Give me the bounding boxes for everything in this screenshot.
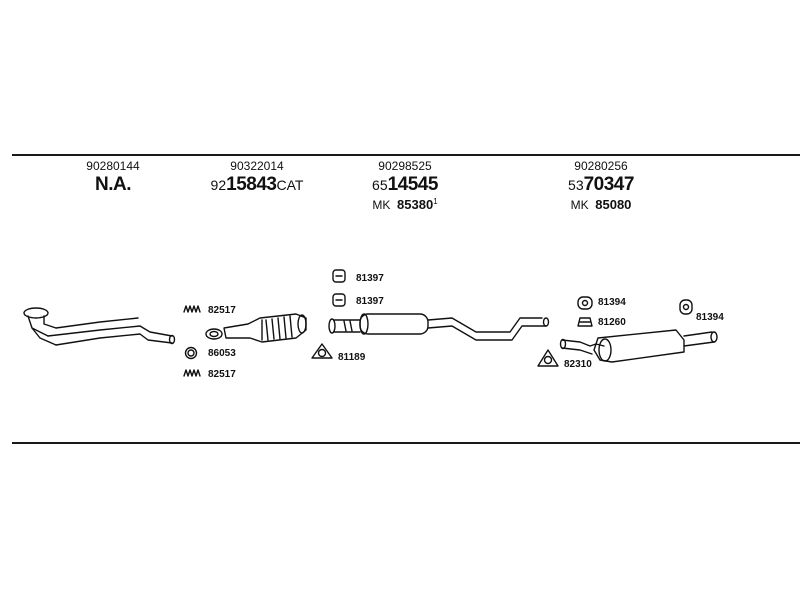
part-label-ring: 86053	[208, 348, 236, 359]
mounting-kit-number: MK 85080	[516, 198, 686, 211]
ring-icon	[184, 346, 198, 360]
part-number: 6514545	[320, 175, 490, 194]
front-pipe-icon	[23, 307, 176, 346]
part-number-bold: N.A.	[95, 174, 132, 195]
part-number-prefix: 92	[210, 177, 227, 193]
spring-icon	[183, 369, 201, 377]
spring-icon	[183, 305, 201, 313]
rubber-hanger-icon	[679, 299, 693, 315]
mounting-kit-prefix: MK	[372, 198, 391, 212]
part-label-spring: 82517	[208, 369, 236, 380]
part-label-clamp: 81397	[356, 273, 384, 284]
rubber-hanger-icon	[577, 296, 593, 310]
mounting-kit-sup: 1	[433, 197, 438, 206]
part-column-catalytic-converter: 90322014 9215843CAT	[172, 160, 342, 194]
part-label-rubber-hanger: 81394	[598, 297, 626, 308]
oe-number: 90298525	[378, 159, 432, 173]
bottom-divider-line	[12, 442, 800, 444]
part-column-rear-silencer: 90280256 5370347 MK 85080	[516, 160, 686, 211]
gasket-icon	[311, 343, 333, 359]
oe-number: 90280144	[86, 159, 140, 173]
part-number-prefix: 53	[568, 177, 584, 193]
top-divider-line	[12, 154, 800, 156]
mounting-kit-number: MK 853801	[320, 197, 490, 212]
clamp-icon	[332, 293, 346, 307]
part-label-gasket: 81189	[338, 352, 366, 363]
center-silencer-icon	[328, 313, 550, 341]
clamp-icon	[332, 269, 346, 283]
part-number-prefix: 65	[372, 177, 388, 193]
part-number: 5370347	[516, 175, 686, 194]
part-number-bold: 15843	[226, 174, 277, 195]
mounting-kit-prefix: MK	[570, 198, 589, 212]
part-column-front-pipe: 90280144 N.A.	[28, 160, 198, 194]
part-number-bold: 70347	[583, 174, 635, 195]
part-label-gasket: 82310	[564, 359, 592, 370]
mounting-kit-bold: 85380	[397, 197, 434, 212]
part-column-center-silencer: 90298525 6514545 MK 853801	[320, 160, 490, 211]
part-number-suffix: CAT	[276, 177, 304, 193]
part-number: 9215843CAT	[172, 175, 342, 194]
hanger-bracket-icon	[577, 317, 593, 327]
part-number: N.A.	[28, 175, 198, 194]
part-label-rubber-hanger: 81394	[696, 312, 724, 323]
oe-number: 90322014	[230, 159, 284, 173]
mounting-kit-bold: 85080	[595, 197, 632, 212]
part-label-clamp: 81397	[356, 296, 384, 307]
part-label-hanger-bracket: 81260	[598, 317, 626, 328]
catalytic-converter-icon	[223, 313, 307, 343]
rear-silencer-icon	[559, 329, 718, 363]
gasket-icon	[205, 328, 223, 340]
oe-number: 90280256	[574, 159, 628, 173]
part-label-spring: 82517	[208, 305, 236, 316]
gasket-icon	[537, 349, 559, 367]
part-number-bold: 14545	[387, 174, 439, 195]
